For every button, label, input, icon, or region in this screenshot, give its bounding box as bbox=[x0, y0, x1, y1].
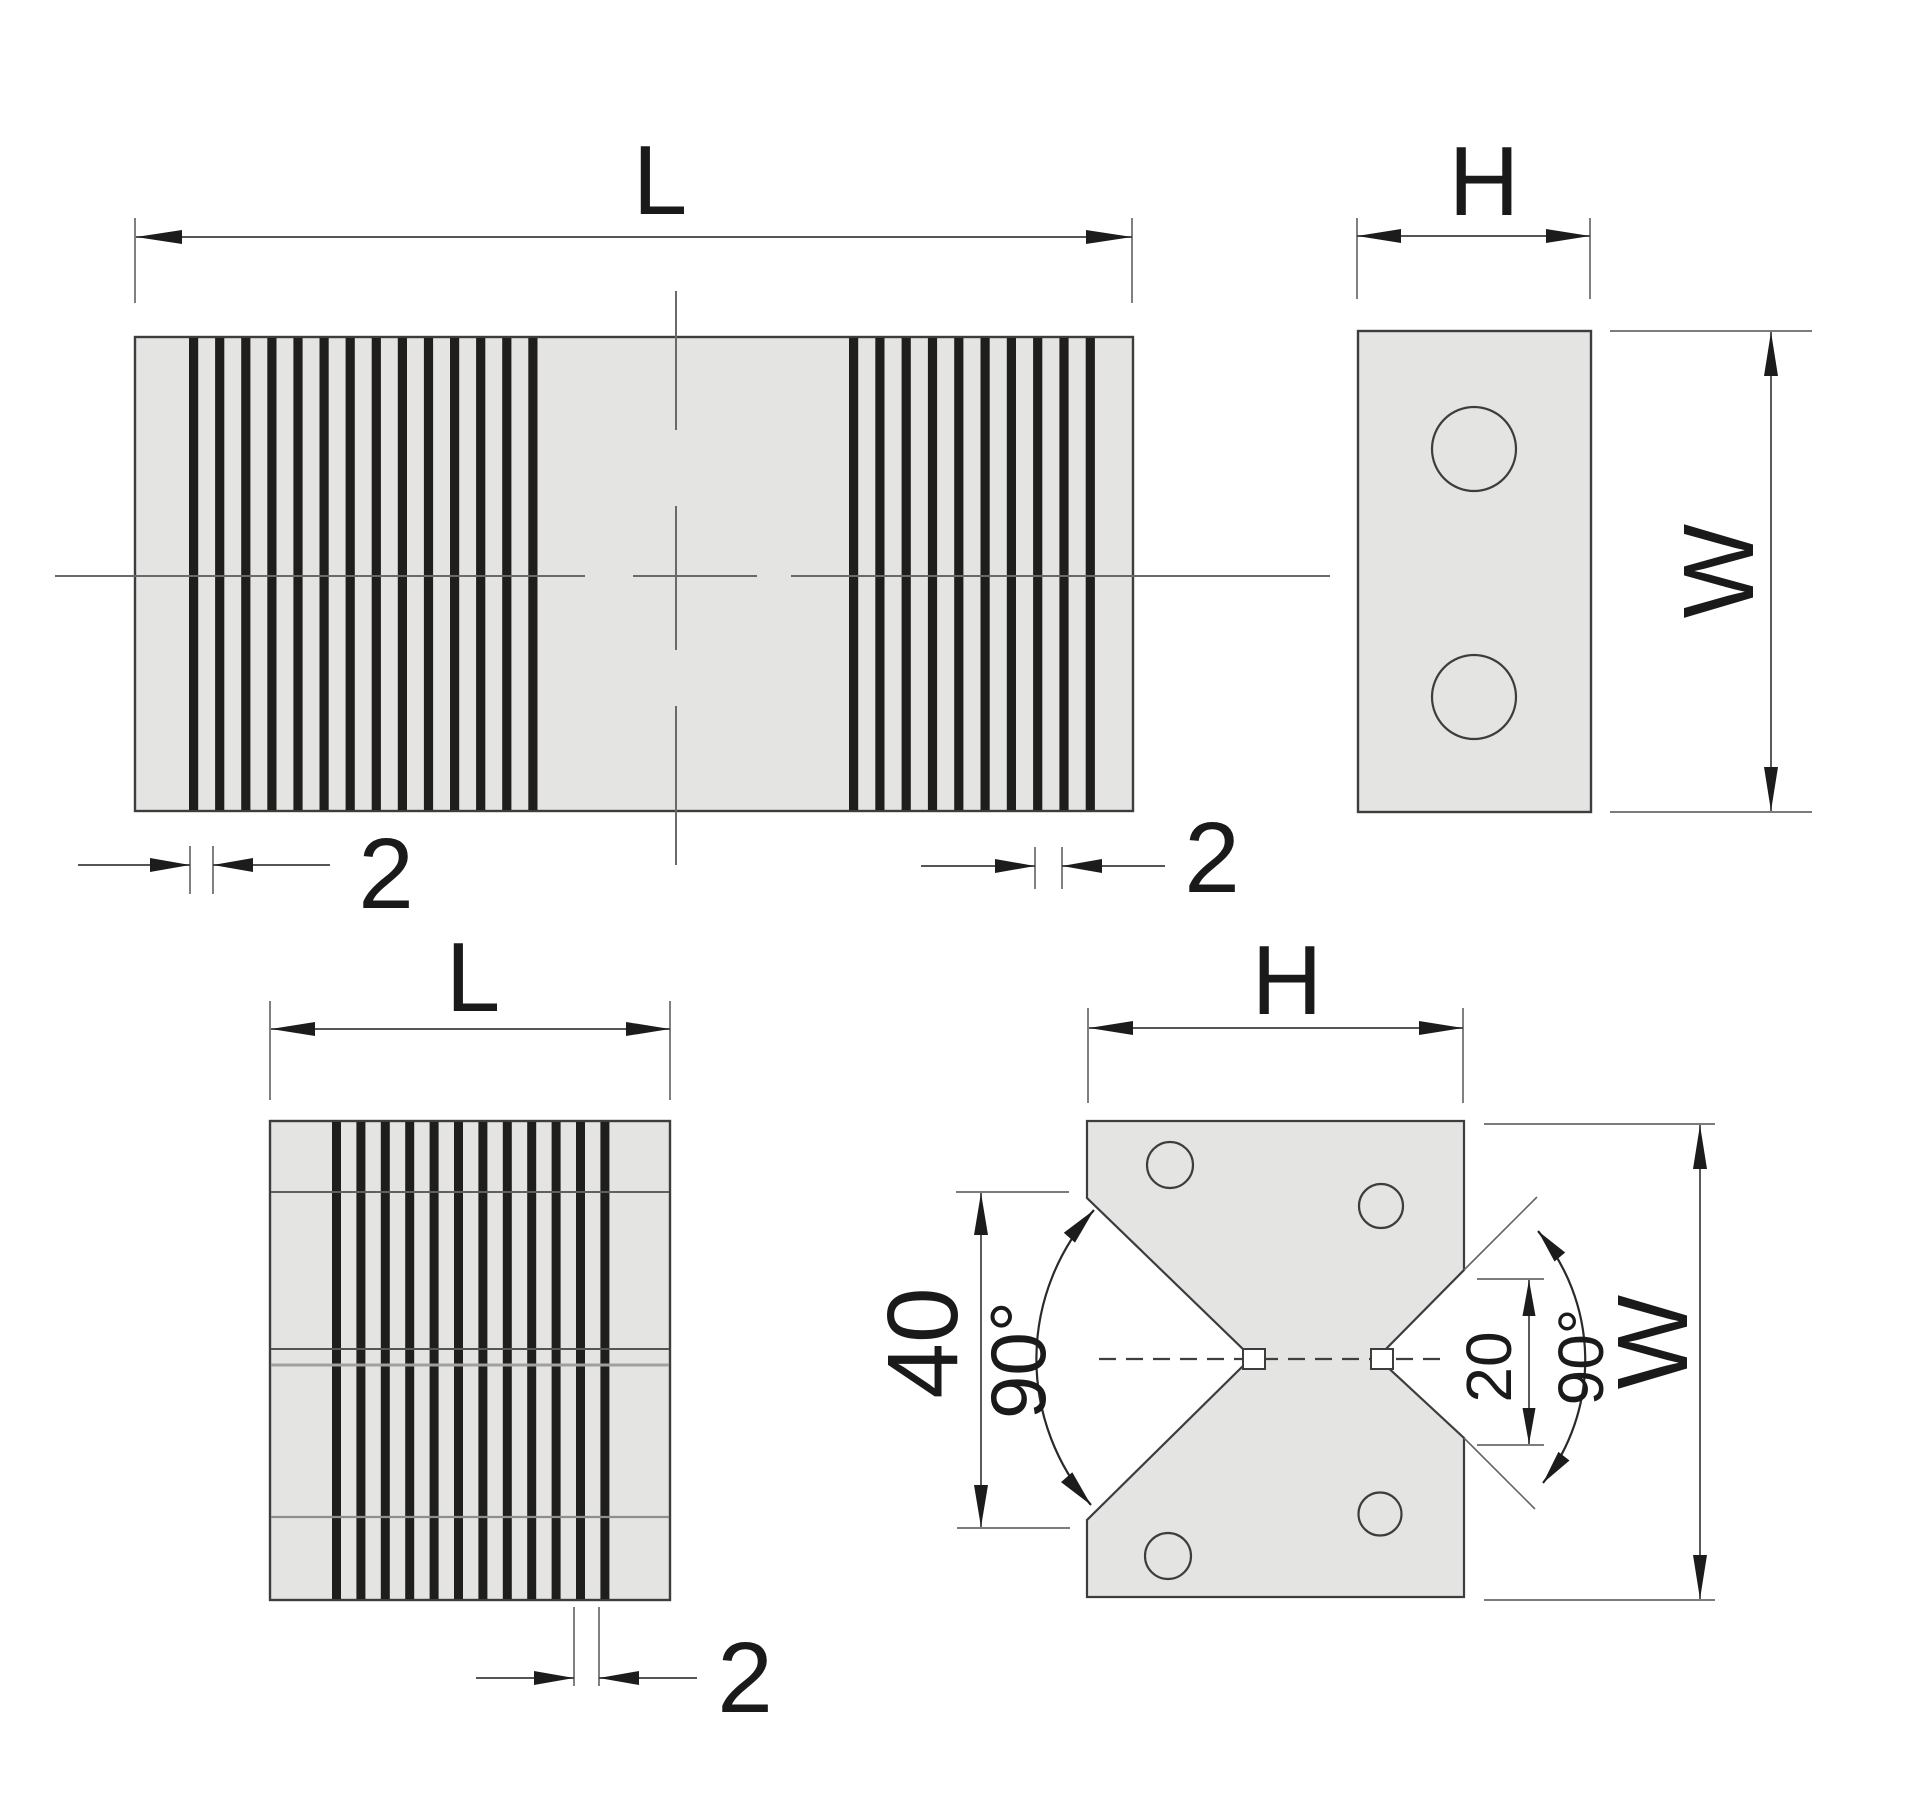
svg-text:20: 20 bbox=[1453, 1331, 1525, 1402]
svg-text:W: W bbox=[1597, 1294, 1709, 1389]
svg-text:90°: 90° bbox=[974, 1301, 1062, 1419]
svg-text:40: 40 bbox=[867, 1287, 979, 1398]
svg-text:H: H bbox=[1449, 126, 1520, 236]
svg-text:2: 2 bbox=[1184, 802, 1240, 914]
svg-text:W: W bbox=[1663, 523, 1775, 618]
svg-text:2: 2 bbox=[358, 818, 414, 930]
svg-text:L: L bbox=[633, 125, 688, 235]
svg-text:L: L bbox=[446, 922, 501, 1032]
svg-text:90°: 90° bbox=[1545, 1309, 1617, 1406]
svg-text:H: H bbox=[1252, 925, 1323, 1035]
svg-text:2: 2 bbox=[717, 1622, 773, 1734]
